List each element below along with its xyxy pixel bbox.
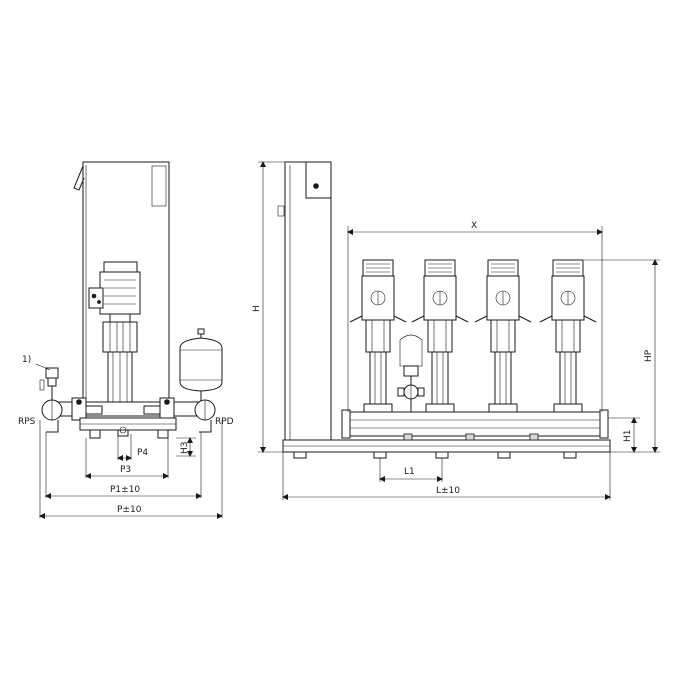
pump-unit [411, 259, 469, 413]
side-manifolds [41, 397, 216, 433]
dim-l1-label: L1 [404, 467, 415, 477]
side-view: 1) RPS RPD P4 P3 P1±10 P±10 H3 [18, 161, 234, 519]
dim-l-label: L±10 [436, 486, 460, 496]
side-base-frame [79, 417, 177, 439]
side-dimensions [39, 420, 223, 519]
dim-p-label: P±10 [117, 505, 142, 515]
note-marker-label: 1) [22, 355, 31, 365]
dim-h3-label: H3 [180, 442, 190, 455]
front-pressure-gauge [397, 334, 425, 412]
rps-label: RPS [18, 417, 36, 427]
side-pressure-sensor [35, 363, 59, 400]
dim-p4-label: P4 [137, 448, 148, 458]
front-dimensions [258, 161, 660, 500]
front-control-cabinet [277, 161, 332, 443]
pump-unit [539, 259, 597, 413]
pump-unit [349, 259, 407, 413]
front-manifold [341, 409, 609, 441]
front-pumps [349, 259, 597, 413]
dim-p3-label: P3 [120, 465, 131, 475]
dim-h1-label: H1 [623, 430, 633, 443]
rpd-label: RPD [215, 417, 234, 427]
side-pressure-vessel [179, 328, 223, 404]
front-view: X H HP H1 L1 L±10 [252, 161, 660, 500]
dim-p1-label: P1±10 [110, 485, 140, 495]
pump-unit [474, 259, 532, 413]
dim-x-label: X [471, 221, 477, 231]
dim-hp-label: HP [644, 349, 654, 362]
front-base-frame [282, 439, 611, 459]
dim-h-label: H [252, 305, 262, 312]
